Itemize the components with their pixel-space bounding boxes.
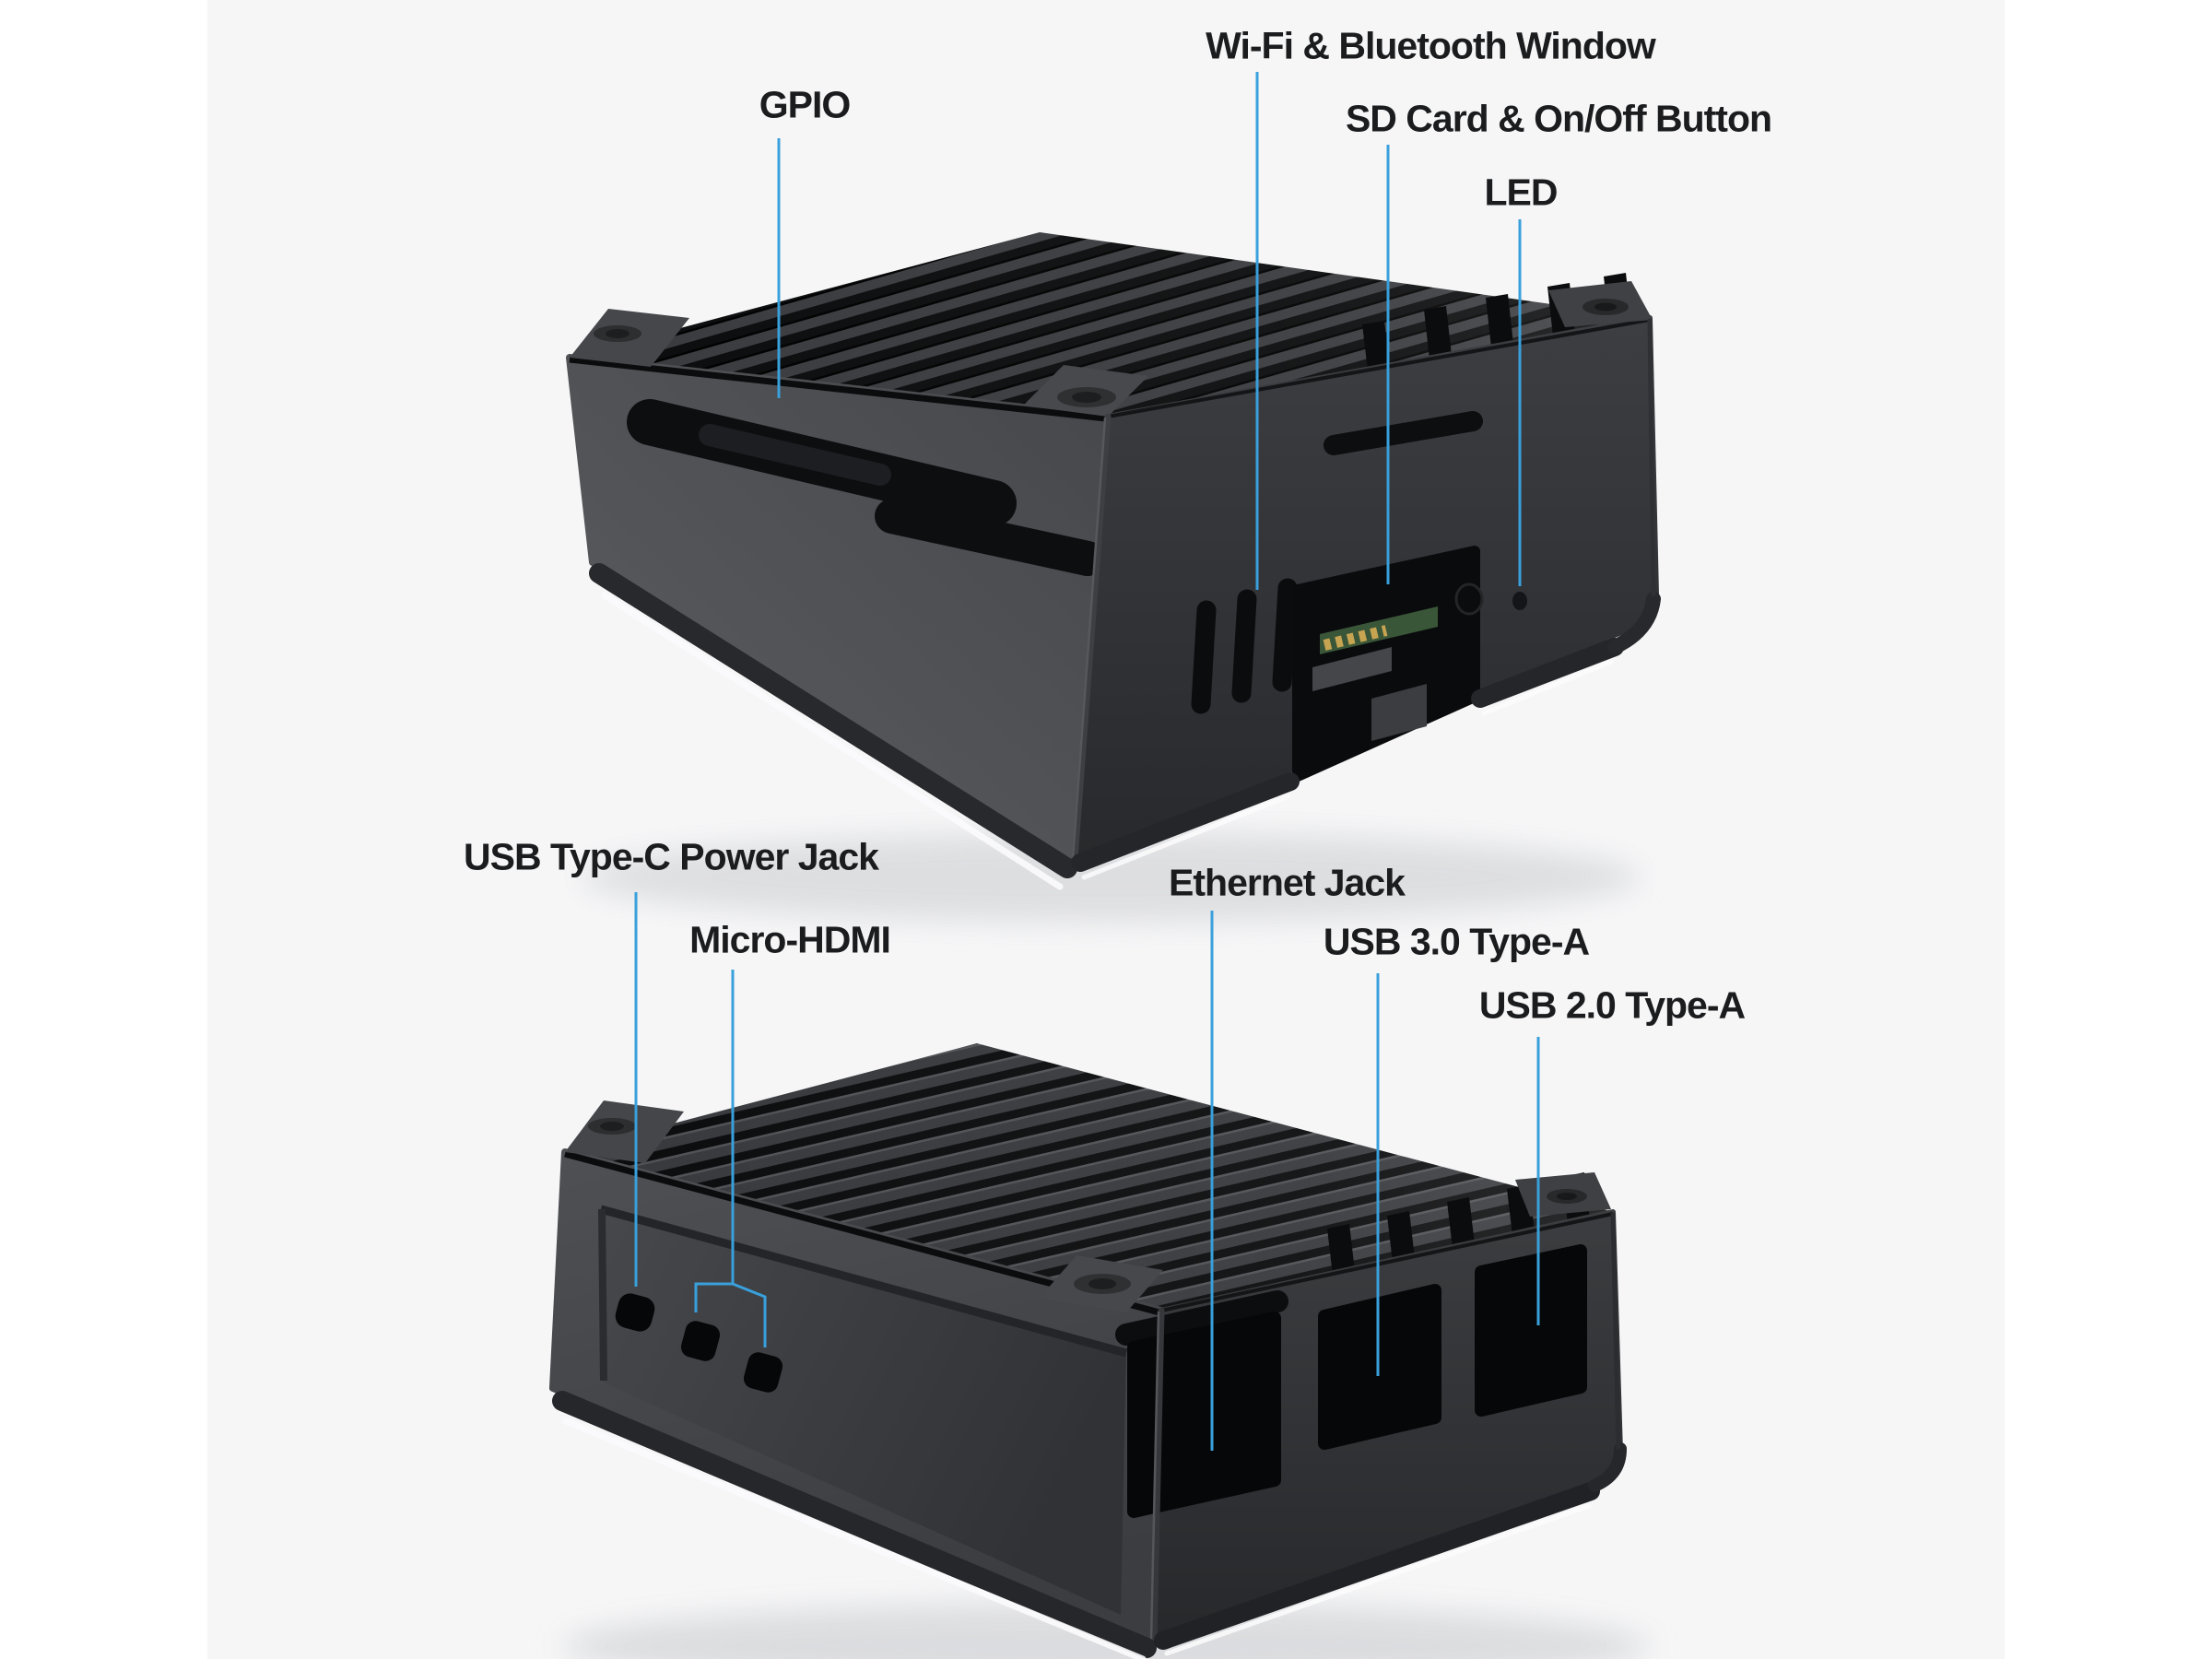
side-vent-slot bbox=[1115, 1290, 1288, 1346]
usb3-port bbox=[1318, 1284, 1441, 1450]
micro-hdmi-port-2 bbox=[743, 1352, 783, 1393]
label-gpio: GPIO bbox=[759, 83, 852, 126]
top-right-edge-shadow bbox=[1107, 318, 1651, 418]
io-recessed-panel bbox=[601, 1207, 1126, 1615]
sd-bay-ledge bbox=[1312, 647, 1392, 691]
heatsink-sheen bbox=[570, 232, 1650, 417]
label-sd-card-on-off: SD Card & On/Off Button bbox=[1345, 97, 1772, 140]
sd-card-bay bbox=[1292, 546, 1484, 782]
label-wifi-bt-window: Wi-Fi & Bluetooth Window bbox=[1206, 24, 1656, 67]
screw-icon bbox=[594, 325, 641, 342]
case-edges-and-base bbox=[552, 1212, 1627, 1659]
screw-icon bbox=[1074, 1274, 1131, 1294]
sd-card-pins bbox=[1323, 625, 1388, 651]
bottom-view-case-render bbox=[549, 1043, 1650, 1659]
gpio-slot-inner-detail bbox=[699, 424, 891, 486]
label-usb-2-type-a: USB 2.0 Type-A bbox=[1478, 983, 1746, 1027]
case-edges-and-base bbox=[589, 318, 1661, 890]
recess-left-shadow bbox=[598, 1208, 607, 1382]
wifi-bluetooth-window bbox=[1191, 578, 1298, 714]
leader-lines bbox=[634, 72, 1540, 1451]
label-usb-c-power-jack: USB Type-C Power Jack bbox=[464, 835, 879, 878]
label-micro-hdmi: Micro-HDMI bbox=[689, 918, 891, 961]
leader-line-micro-hdmi bbox=[694, 970, 767, 1347]
screw-icon bbox=[1583, 299, 1629, 315]
screws bbox=[594, 299, 1629, 407]
label-ethernet-jack: Ethernet Jack bbox=[1169, 861, 1406, 904]
screw-icon bbox=[1057, 387, 1116, 407]
top-view-case-render bbox=[566, 232, 1661, 922]
side-vent-slot bbox=[1324, 411, 1483, 455]
screw-icon bbox=[1547, 1189, 1587, 1204]
fin-overhang-shadow bbox=[569, 356, 1107, 422]
case-shadow bbox=[581, 833, 1641, 922]
power-button bbox=[1454, 582, 1484, 616]
recess-top-shadow bbox=[599, 1205, 1128, 1358]
screws bbox=[588, 1118, 1587, 1294]
ethernet-port bbox=[1127, 1312, 1281, 1518]
led-hole bbox=[1512, 592, 1527, 610]
usb-c-power-port bbox=[615, 1293, 655, 1332]
micro-hdmi-port-1 bbox=[680, 1321, 721, 1361]
screw-icon bbox=[588, 1118, 636, 1135]
sd-bay-tab bbox=[1371, 684, 1427, 741]
usb2-port bbox=[1475, 1244, 1587, 1417]
label-led: LED bbox=[1484, 171, 1559, 214]
label-usb-3-type-a: USB 3.0 Type-A bbox=[1323, 920, 1590, 963]
